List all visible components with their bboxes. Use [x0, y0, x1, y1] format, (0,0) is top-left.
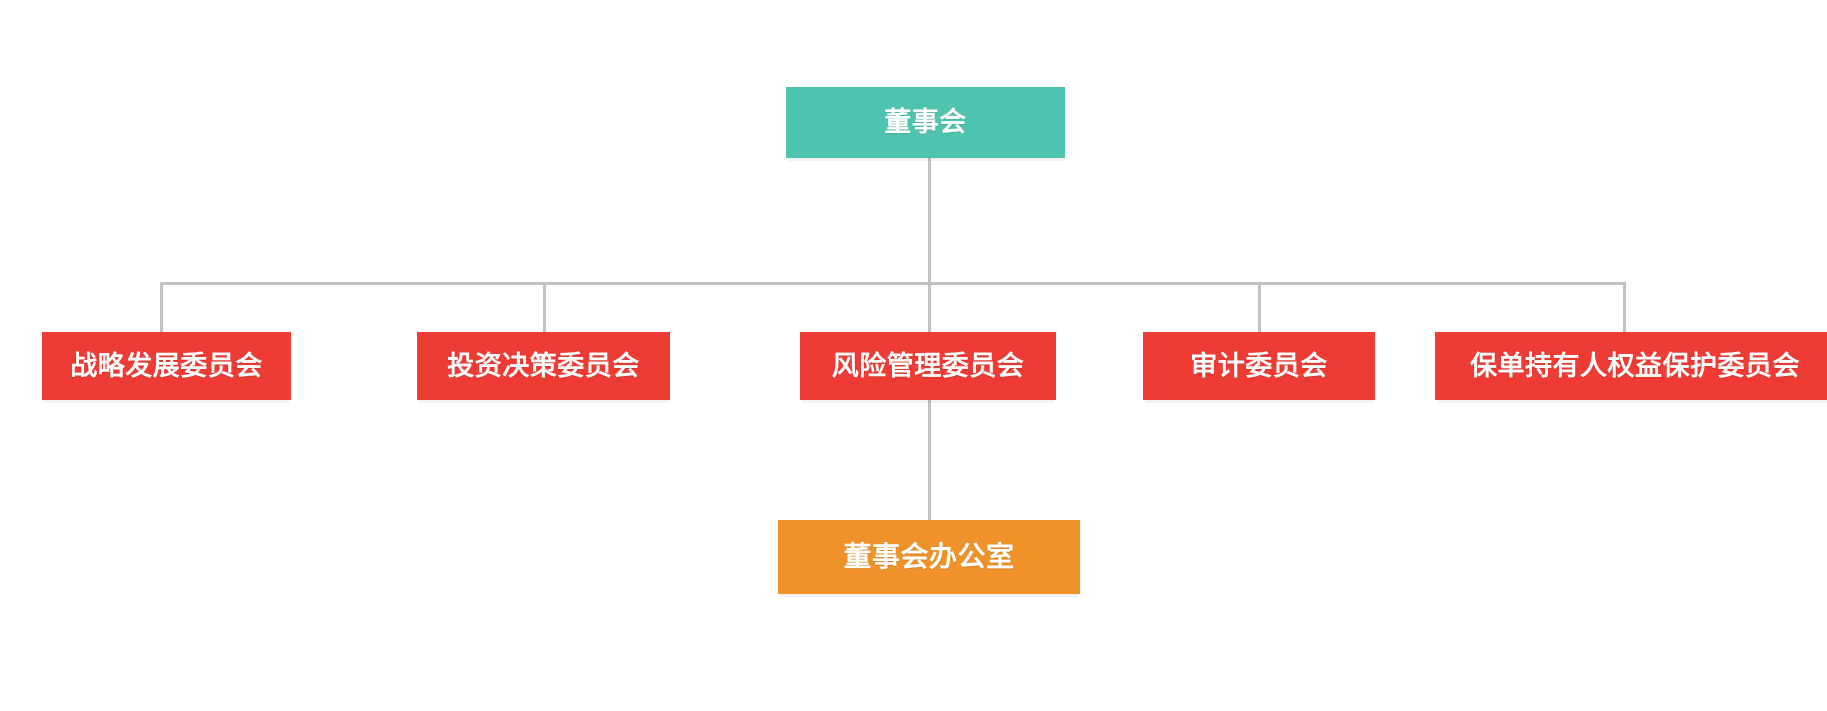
node-label: 风险管理委员会 [831, 350, 1025, 381]
connector-horizontal-bus [160, 282, 1626, 285]
connector-drop-committee-4 [1258, 282, 1261, 332]
node-board-of-directors-office[interactable]: 董事会办公室 [778, 520, 1080, 597]
node-strategic-development-committee[interactable]: 战略发展委员会 [42, 332, 291, 403]
node-label: 战略发展委员会 [70, 350, 263, 381]
node-policyholder-rights-protection-committee[interactable]: 保单持有人权益保护委员会 [1435, 332, 1827, 403]
connector-drop-committee-1 [160, 282, 163, 332]
node-label: 保单持有人权益保护委员会 [1470, 350, 1800, 381]
node-label: 董事会办公室 [843, 541, 1015, 572]
node-investment-decision-committee[interactable]: 投资决策委员会 [417, 332, 670, 403]
connector-drop-committee-5 [1623, 282, 1626, 332]
node-label: 董事会 [884, 107, 967, 137]
connector-office-stem [928, 400, 931, 520]
connector-drop-committee-2 [543, 282, 546, 332]
node-board-of-directors[interactable]: 董事会 [786, 87, 1065, 161]
node-risk-management-committee[interactable]: 风险管理委员会 [800, 332, 1056, 403]
node-audit-committee[interactable]: 审计委员会 [1143, 332, 1375, 403]
connector-root-stem [928, 158, 931, 332]
node-label: 审计委员会 [1190, 350, 1328, 381]
node-label: 投资决策委员会 [447, 350, 640, 381]
